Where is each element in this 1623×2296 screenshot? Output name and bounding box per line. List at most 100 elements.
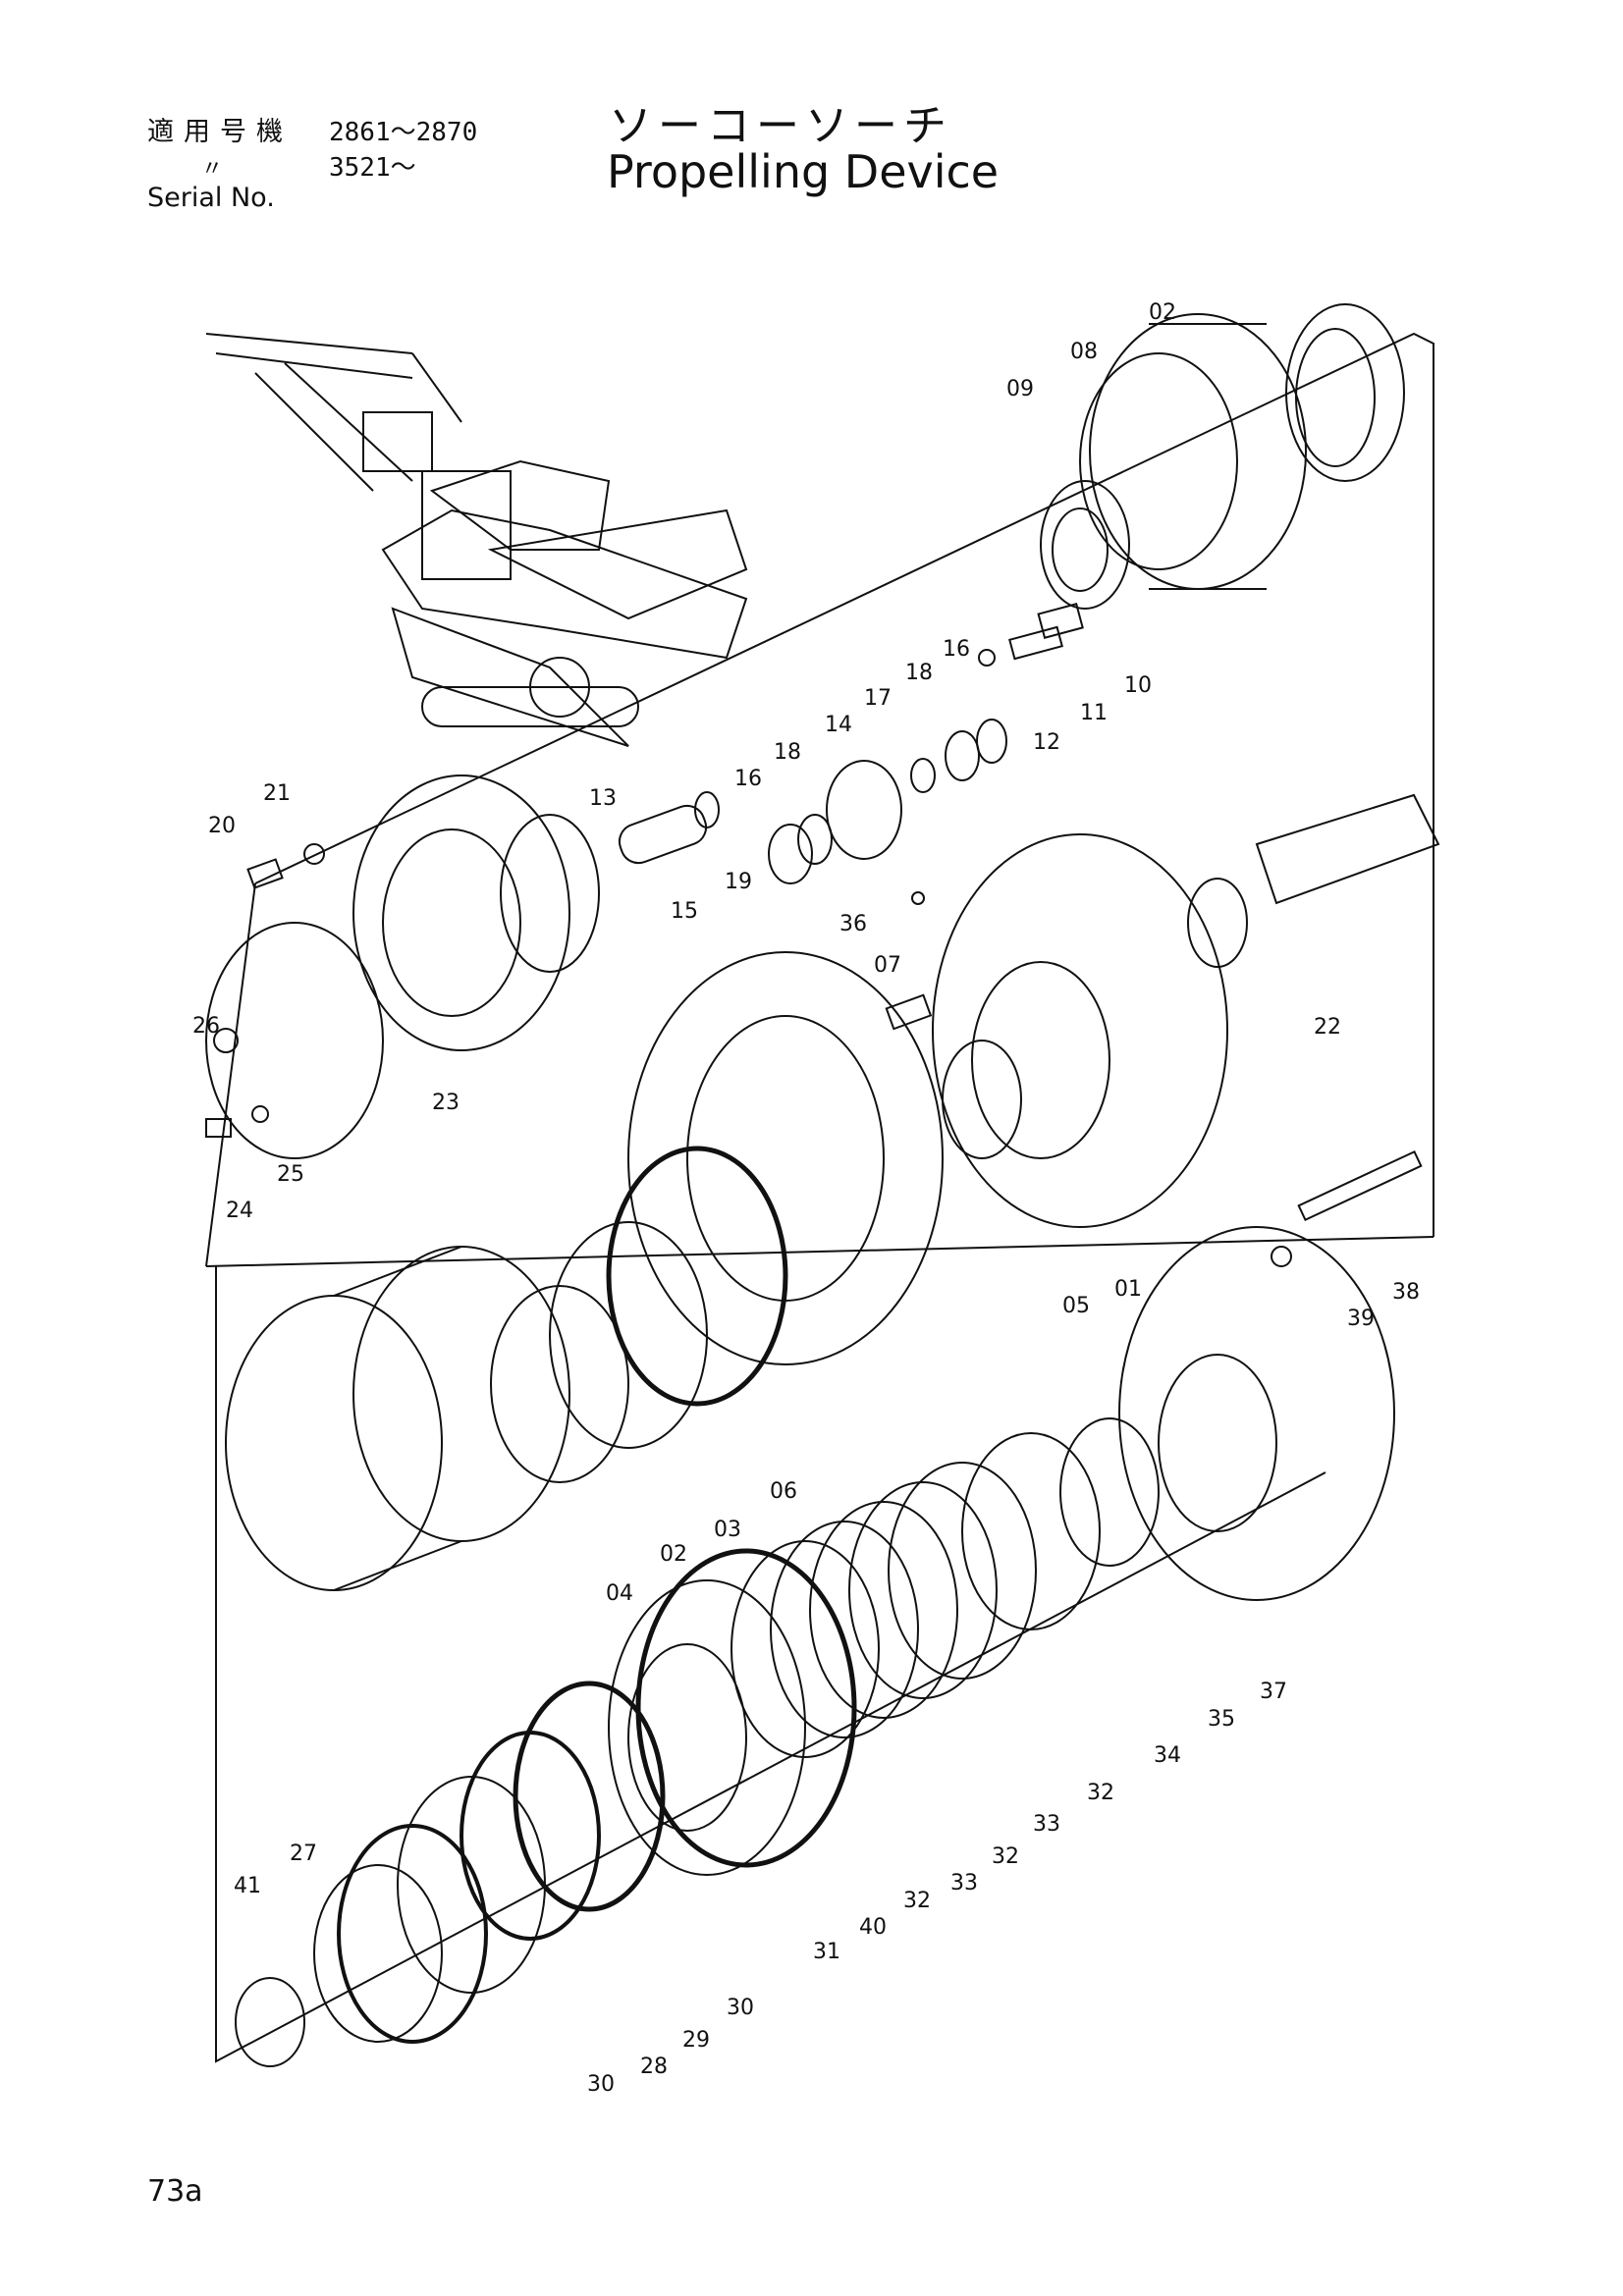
part-28-piston bbox=[397, 1776, 546, 1994]
callout-21: 21 bbox=[263, 781, 291, 806]
callout-06: 06 bbox=[770, 1479, 797, 1504]
serial-range-2: 3521～ bbox=[329, 153, 416, 183]
callout-11: 11 bbox=[1080, 701, 1108, 725]
callout-41: 41 bbox=[234, 1874, 261, 1898]
part-41-plug bbox=[235, 1977, 305, 2067]
callout-18-b: 18 bbox=[774, 740, 801, 765]
callout-31: 31 bbox=[813, 1940, 840, 1964]
callout-08: 08 bbox=[1070, 340, 1098, 364]
part-13-carrier bbox=[352, 774, 600, 1051]
part-02-bearing bbox=[490, 1285, 629, 1483]
part-02-bearing-top bbox=[1285, 303, 1405, 482]
part-37-motor bbox=[1118, 1226, 1395, 1601]
callout-15: 15 bbox=[671, 899, 698, 924]
callout-34: 34 bbox=[1154, 1743, 1181, 1768]
serial-range-1: 2861～2870 bbox=[329, 118, 478, 147]
part-25-washer bbox=[251, 1105, 269, 1123]
ditto-mark: 〃 bbox=[201, 157, 224, 182]
part-36-plug bbox=[911, 891, 925, 905]
callout-30-b: 30 bbox=[587, 2072, 615, 2097]
callout-22: 22 bbox=[1314, 1015, 1341, 1040]
callout-24: 24 bbox=[226, 1199, 253, 1223]
callout-33-a: 33 bbox=[1033, 1812, 1060, 1837]
callout-03: 03 bbox=[714, 1518, 741, 1542]
callout-39: 39 bbox=[1347, 1307, 1375, 1331]
serial-label-en: Serial No. bbox=[147, 183, 275, 213]
title-japanese: ソーコーソーチ bbox=[609, 101, 952, 151]
serial-label-jp: 適用号機 bbox=[147, 117, 293, 147]
part-31-cylinder bbox=[608, 1579, 806, 1876]
part-40-o-ring bbox=[635, 1548, 857, 1868]
part-23-cover bbox=[205, 922, 384, 1159]
part-14-planet-gear bbox=[826, 760, 902, 860]
part-20-bolt bbox=[246, 858, 284, 889]
callout-26: 26 bbox=[192, 1014, 220, 1039]
part-15-pin bbox=[618, 804, 708, 865]
part-11-plate bbox=[1008, 625, 1063, 661]
callout-01: 01 bbox=[1114, 1277, 1142, 1302]
callout-02-top: 02 bbox=[1149, 300, 1176, 325]
callout-17: 17 bbox=[864, 686, 892, 711]
part-38-bolt bbox=[1297, 1149, 1423, 1222]
callout-02: 02 bbox=[660, 1542, 687, 1567]
callout-38: 38 bbox=[1392, 1280, 1420, 1305]
callout-14: 14 bbox=[825, 713, 852, 737]
callout-32-c: 32 bbox=[903, 1889, 931, 1913]
callout-07: 07 bbox=[874, 953, 901, 978]
part-29-ring bbox=[460, 1731, 601, 1941]
part-22-shaft bbox=[1187, 793, 1440, 968]
callout-20: 20 bbox=[208, 814, 236, 838]
part-21-washer bbox=[303, 843, 325, 865]
callout-27: 27 bbox=[290, 1842, 317, 1866]
callout-04: 04 bbox=[606, 1581, 633, 1606]
part-03-floating-seal bbox=[549, 1221, 708, 1449]
part-30-ring-lower bbox=[337, 1824, 488, 2044]
callout-37: 37 bbox=[1260, 1680, 1287, 1704]
callout-16-a: 16 bbox=[943, 637, 970, 662]
callout-29: 29 bbox=[682, 2028, 710, 2053]
serial-number-block: 適用号機 2861～2870 〃 3521～ Serial No. bbox=[147, 110, 520, 213]
part-08-ring-gear bbox=[1079, 313, 1307, 590]
part-09-lock-nut bbox=[1040, 480, 1130, 610]
part-34-plate bbox=[961, 1432, 1101, 1630]
callout-10: 10 bbox=[1124, 673, 1152, 698]
callout-32-b: 32 bbox=[992, 1844, 1019, 1869]
part-12-bolt bbox=[978, 649, 996, 667]
part-10-lock-plate bbox=[1037, 603, 1084, 639]
callout-28: 28 bbox=[640, 2055, 668, 2079]
part-30-ring bbox=[513, 1681, 666, 1912]
page-number: 73a bbox=[147, 2174, 203, 2209]
part-17-ring bbox=[910, 758, 936, 793]
callout-19: 19 bbox=[725, 870, 752, 894]
callout-25: 25 bbox=[277, 1162, 304, 1187]
callout-33-b: 33 bbox=[950, 1871, 978, 1896]
part-19-snap-ring bbox=[694, 791, 720, 828]
part-32-disc bbox=[888, 1462, 1037, 1680]
part-04-housing bbox=[225, 1246, 570, 1591]
part-01-hub bbox=[932, 833, 1228, 1228]
part-07-bolt bbox=[885, 993, 933, 1031]
part-16-washer bbox=[976, 719, 1007, 764]
callout-05: 05 bbox=[1062, 1294, 1090, 1318]
callout-40: 40 bbox=[859, 1915, 887, 1940]
callout-09: 09 bbox=[1006, 377, 1034, 401]
callout-12: 12 bbox=[1033, 730, 1060, 755]
part-35-gear bbox=[1059, 1417, 1160, 1567]
callout-32-a: 32 bbox=[1087, 1781, 1114, 1805]
part-24-bolt bbox=[205, 1118, 232, 1138]
callout-23: 23 bbox=[432, 1091, 460, 1115]
part-06-o-ring bbox=[606, 1146, 788, 1407]
part-18-needle-bearing bbox=[945, 730, 980, 781]
callout-30-a: 30 bbox=[727, 1996, 754, 2020]
callout-36: 36 bbox=[839, 912, 867, 936]
part-26-plug bbox=[213, 1028, 239, 1053]
callout-16-b: 16 bbox=[734, 767, 762, 791]
part-27-plate bbox=[313, 1864, 443, 2043]
callout-35: 35 bbox=[1208, 1707, 1235, 1732]
part-33-plate bbox=[848, 1481, 998, 1699]
callout-18-a: 18 bbox=[905, 661, 933, 685]
title-english: Propelling Device bbox=[607, 145, 1000, 198]
callout-13: 13 bbox=[589, 786, 617, 811]
part-39-washer bbox=[1271, 1246, 1292, 1267]
